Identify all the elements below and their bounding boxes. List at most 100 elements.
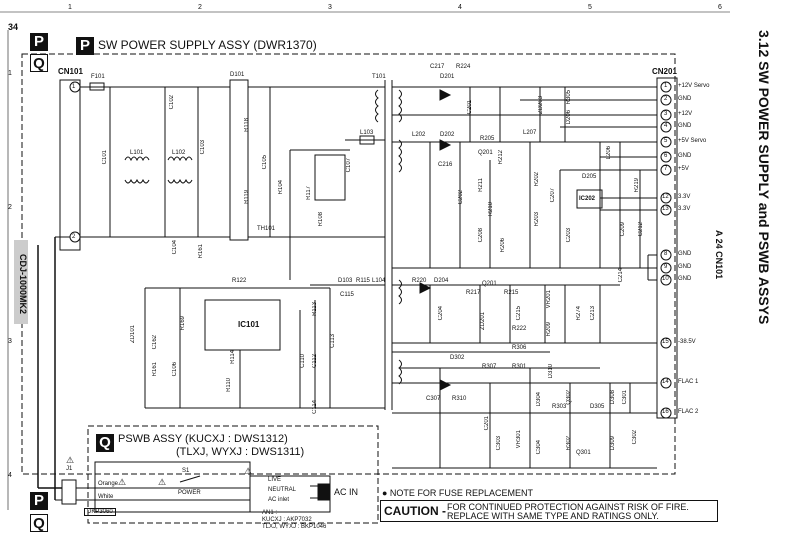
page-number: 34 [8,22,19,32]
c208-label: C208 [478,228,484,243]
c104-label: C104 [172,240,178,255]
c204-label: C204 [438,306,444,321]
r203-label: R203 [534,212,540,227]
c101-label: C101 [102,150,108,165]
c215-label: C215 [516,306,522,321]
c105-label: C105 [262,155,268,170]
left-ruler-3: 3 [8,338,12,345]
q201-label: Q201 [478,150,493,156]
c162-label: C162 [152,335,158,350]
q201-label-2: Q201 [482,281,497,287]
c103-label: C103 [200,140,206,155]
r104-label: R104 [278,180,284,195]
r212-label: R212 [498,150,504,165]
r306-label: R306 [512,345,527,351]
r202-label: R202 [534,172,540,187]
c207-label: C207 [550,188,556,203]
l206-label: L206 [606,146,612,160]
left-ruler-1: 1 [8,70,12,77]
cn201-pin-number: 1 [664,83,668,89]
corner-q-top: Q [30,54,48,72]
r301-label: R301 [512,364,527,370]
d202-label: D202 [440,132,455,138]
r117-label: R117 [306,186,312,200]
th101-label: TH101 [257,226,276,232]
r222-label: R222 [512,326,527,332]
r206-label: R206 [500,238,506,253]
model-tab: CDJ-1000MK2 [14,240,28,324]
zd203-label: ZD203 [538,96,544,115]
r169-label: R169 [180,316,186,331]
cn201-pin-number: 15 [662,339,669,345]
cn201-pin-label: FLAC 2 [678,409,699,415]
an1-kucxj: KUCXJ : AKP7032 [262,517,312,523]
caution-box: CAUTION - FOR CONTINUED PROTECTION AGAIN… [380,500,718,522]
c110-label: C110 [300,354,306,368]
c302-label: C302 [632,430,638,445]
zd201-label: ZD201 [480,312,486,331]
l101-label: L101 [130,150,144,156]
r119-label: R119 [244,190,250,204]
side-title: 3.12 SW POWER SUPPLY and PSWB ASSYS [756,30,772,325]
cn201-pin-label: GND [678,276,692,282]
an1-label: AN1 : [262,510,278,516]
r224-label: R224 [456,64,471,70]
cn201-pin-number: 6 [664,153,668,159]
cn201-pin-label: -38.5V [678,339,696,345]
c201-label: C201 [467,100,473,115]
l104-label: L104 [372,278,386,284]
d201-label: D201 [440,74,455,80]
r209-label: R209 [546,322,552,337]
wire-white-label: White [98,494,114,500]
c209-label: C209 [620,222,626,237]
r274-label: R274 [576,306,582,321]
j1-label: J1 [66,466,73,472]
cn201-mate-label: A 24 CN101 [714,230,724,280]
d103-label: D103 [338,278,353,284]
r219-label: R219 [634,178,640,193]
l102-label: L102 [172,150,186,156]
d304-label: D304 [536,392,542,407]
cn101-label: CN101 [58,67,83,76]
block-p-letter: P [76,37,94,55]
c113-label: C113 [330,334,336,348]
cn201-label: CN201 [652,67,677,76]
c203-label: C203 [566,228,572,243]
ic202-label: IC202 [579,196,596,202]
corner-p-top: P [30,33,48,51]
d309-label: D309 [610,436,616,451]
r205-label: R205 [480,136,495,142]
cn201-pin-label: +12V Servo [678,83,710,89]
r302-label: R302 [566,436,572,451]
cn201-pin-label: GND [678,264,692,270]
warning-icon-1: ⚠ [66,455,75,465]
c202-label: C202 [458,190,464,205]
ruler-mark-1: 1 [68,4,72,11]
l103-label: L103 [360,130,374,136]
corner-q-bottom: Q [30,514,48,532]
r114-label: R114 [230,350,236,364]
r115-label: R115 [356,278,370,284]
c214-label: C214 [618,268,624,283]
cn201-pin-label: +5V [678,166,689,172]
cn201-pin-number: 3 [664,111,668,117]
cn201-pin-number: 16 [662,409,669,415]
cn201-pin-label: GND [678,123,692,129]
power-switch-label: POWER [178,490,201,496]
c216-label: C216 [438,162,453,168]
cn201-pin-label: +12V [678,111,693,117]
r113-label: R113 [312,302,318,316]
cn101-pin-2: 2 [72,234,76,240]
l207-label: L207 [523,130,537,136]
c102-label: C102 [169,95,175,110]
cn201-pin-label: 3.3V [678,194,691,200]
r122-label: R122 [232,278,247,284]
cn201-pin-number: 8 [664,251,668,257]
caution-line-2: REPLACE WITH SAME TYPE AND RATINGS ONLY. [447,511,659,521]
ruler-mark-4: 4 [458,4,462,11]
zd101-label: ZD101 [130,325,136,344]
cn201-pin-number: 9 [664,264,668,270]
r108-label: R108 [318,212,324,227]
r307-label: R307 [482,364,497,370]
d305-label: D305 [590,404,605,410]
